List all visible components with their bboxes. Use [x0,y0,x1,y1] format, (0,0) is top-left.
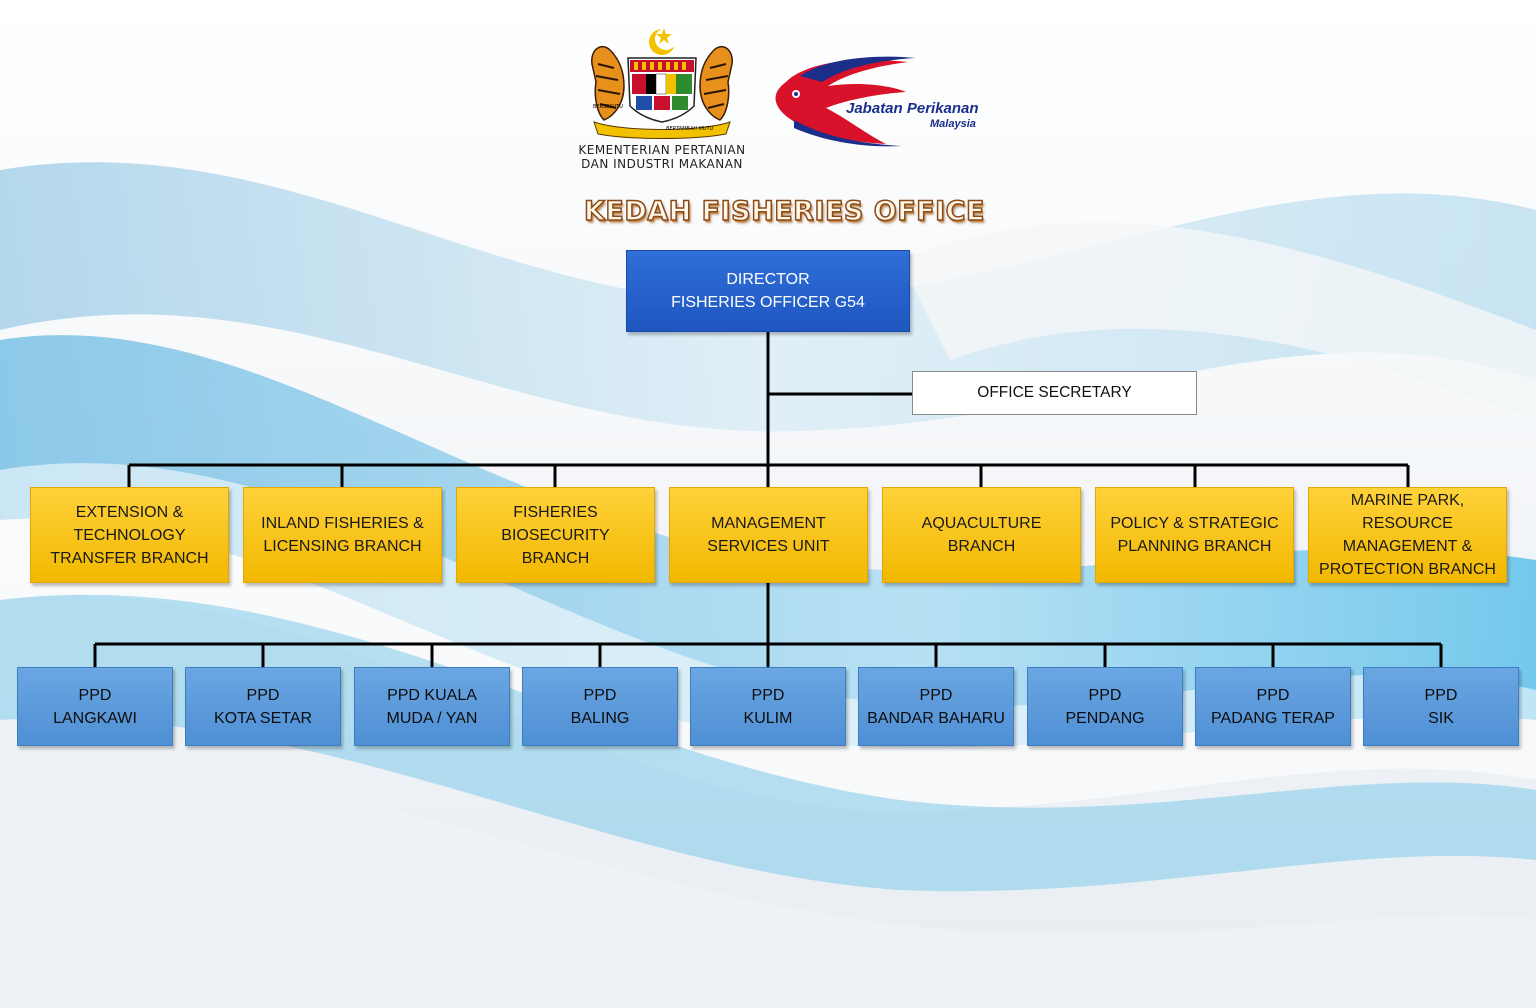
branch-label: AQUACULTURE BRANCH [921,515,1042,555]
ppd-label: PPD PADANG TERAP [1211,686,1335,727]
ppd-label: PPD SIK [1424,686,1458,727]
branch-label: MANAGEMENT SERVICES UNIT [707,515,830,555]
branch-box-management-services: MANAGEMENT SERVICES UNIT [669,487,868,583]
office-secretary-box: OFFICE SECRETARY [912,371,1197,415]
branch-box-marine-park: MARINE PARK, RESOURCE MANAGEMENT & PROTE… [1308,487,1507,583]
branch-label: MARINE PARK, RESOURCE MANAGEMENT & PROTE… [1319,492,1496,578]
page-title: KEDAH FISHERIES OFFICE [583,195,985,228]
ppd-label: PPD KOTA SETAR [213,686,313,727]
branch-label: POLICY & STRATEGIC PLANNING BRANCH [1110,515,1279,555]
branch-box-policy-planning: POLICY & STRATEGIC PLANNING BRANCH [1095,487,1294,583]
dept-logo-name: Jabatan Perikanan [846,100,979,117]
crest-scroll-left: BERSEKUTU [593,104,623,110]
ppd-box-kuala-muda-yan: PPD KUALA MUDA / YAN [354,667,510,746]
branch-label: INLAND FISHERIES & LICENSING BRANCH [261,515,424,555]
jabatan-perikanan-fish-logo-icon [775,56,916,147]
director-box: DIRECTOR FISHERIES OFFICER G54 [626,250,910,332]
ppd-label: PPD BANDAR BAHARU [867,686,1005,727]
ppd-box-kota-setar: PPD KOTA SETAR [185,667,341,746]
dept-logo-country: Malaysia [930,118,976,130]
ppd-label: PPD KULIM [743,686,793,727]
ppd-box-baling: PPD BALING [522,667,678,746]
ppd-label: PPD BALING [570,686,630,727]
director-label: DIRECTOR FISHERIES OFFICER G54 [671,271,865,311]
ppd-box-langkawi: PPD LANGKAWI [17,667,173,746]
crest-scroll-right: BERTAMBAH MUTU [666,126,714,132]
office-secretary-label: OFFICE SECRETARY [977,384,1132,401]
ppd-box-bandar-baharu: PPD BANDAR BAHARU [858,667,1014,746]
ministry-caption: KEMENTERIAN PERTANIAN DAN INDUSTRI MAKAN… [578,143,746,171]
branch-box-aquaculture: AQUACULTURE BRANCH [882,487,1081,583]
ppd-label: PPD LANGKAWI [53,686,137,727]
branch-box-extension-technology: EXTENSION & TECHNOLOGY TRANSFER BRANCH [30,487,229,583]
branch-label: EXTENSION & TECHNOLOGY TRANSFER BRANCH [50,503,209,567]
ppd-box-pendang: PPD PENDANG [1027,667,1183,746]
branch-box-inland-fisheries: INLAND FISHERIES & LICENSING BRANCH [243,487,442,583]
branch-label: FISHERIES BIOSECURITY BRANCH [501,503,610,567]
ppd-label: PPD KUALA MUDA / YAN [386,686,478,727]
malaysia-coat-of-arms-icon [591,28,733,139]
ppd-box-sik: PPD SIK [1363,667,1519,746]
ppd-box-padang-terap: PPD PADANG TERAP [1195,667,1351,746]
ppd-label: PPD PENDANG [1065,686,1145,727]
ppd-box-kulim: PPD KULIM [690,667,846,746]
branch-box-biosecurity: FISHERIES BIOSECURITY BRANCH [456,487,655,583]
